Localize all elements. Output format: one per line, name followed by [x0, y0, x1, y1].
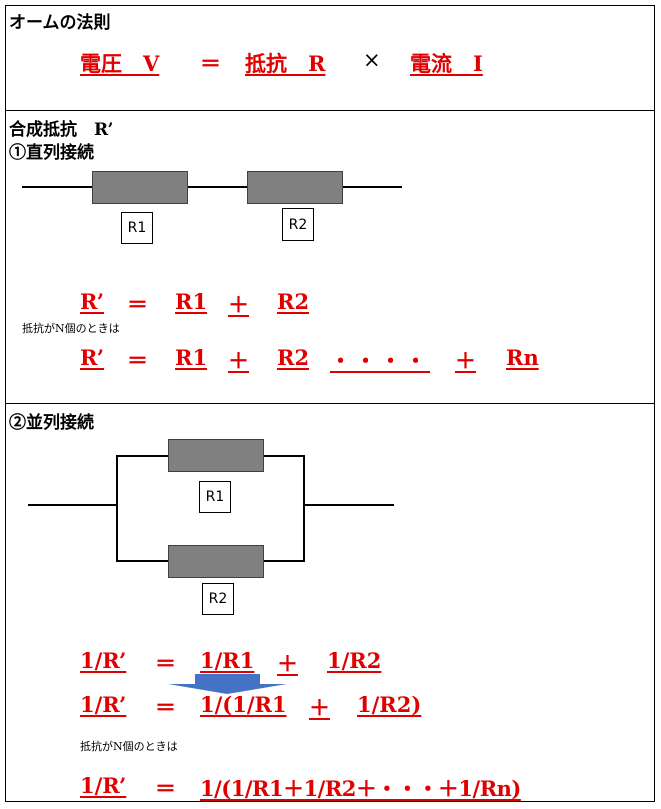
parallel-n-formula-equals: ＝	[155, 776, 176, 801]
series-n-formula-dots: ・・・・	[330, 348, 430, 373]
ohms-law-title: オームの法則	[9, 13, 111, 33]
series-n-formula-r2: R2	[277, 345, 310, 370]
parallel-formula1-plus: ＋	[277, 651, 298, 676]
parallel-formula1-term2: 1/R2	[327, 648, 382, 673]
parallel-formula2-plus: ＋	[309, 695, 330, 720]
parallel-wire-right	[304, 504, 394, 506]
series-resistor-r2	[247, 171, 343, 204]
series-resistor-r1	[92, 171, 188, 204]
resistance-term: 抵抗 R	[245, 51, 326, 76]
parallel-formula2-term1: 1/(1/R1	[200, 692, 287, 717]
times-sign: ×	[363, 48, 381, 72]
series-label-r2: R2	[282, 208, 314, 241]
voltage-term: 電圧 V	[80, 51, 160, 76]
series-formula-lhs: R’	[80, 289, 105, 314]
parallel-n-formula-lhs: 1/R’	[80, 773, 127, 798]
section-divider-2	[5, 403, 654, 404]
parallel-formula2-equals: ＝	[155, 695, 176, 720]
parallel-label-r2: R2	[202, 583, 234, 615]
series-n-formula-equals: ＝	[127, 348, 148, 373]
parallel-formula2-lhs: 1/R’	[80, 692, 127, 717]
section-divider-1	[5, 110, 654, 111]
series-n-formula-r1: R1	[175, 345, 208, 370]
series-formula-equals: ＝	[127, 292, 148, 317]
parallel-wire-left-vertical	[116, 455, 118, 562]
parallel-wire-left	[28, 504, 118, 506]
parallel-formula2-term2: 1/R2)	[357, 692, 422, 717]
down-arrow-icon	[168, 674, 287, 694]
series-n-formula-plus1: ＋	[228, 348, 249, 373]
parallel-n-formula-rhs: 1/(1/R1＋1/R2＋・・・＋1/Rn)	[200, 776, 521, 801]
parallel-formula1-lhs: 1/R’	[80, 648, 127, 673]
series-label-r1: R1	[121, 212, 153, 244]
series-n-formula-lhs: R’	[80, 345, 105, 370]
current-term: 電流 I	[410, 51, 483, 76]
parallel-resistor-r2	[168, 545, 264, 578]
series-formula-r2: R2	[277, 289, 310, 314]
equals-sign: ＝	[200, 51, 221, 76]
combined-resistance-title: 合成抵抗 R’	[9, 120, 114, 140]
parallel-formula1-equals: ＝	[155, 651, 176, 676]
series-n-formula-rn: Rn	[506, 345, 539, 370]
series-formula-plus: ＋	[228, 292, 249, 317]
parallel-resistor-r1	[168, 439, 264, 472]
series-formula-r1: R1	[175, 289, 208, 314]
parallel-wire-right-vertical	[303, 455, 305, 562]
series-n-note: 抵抗がN個のときは	[22, 322, 120, 335]
parallel-formula1-term1: 1/R1	[200, 648, 255, 673]
series-n-formula-plus2: ＋	[455, 348, 476, 373]
parallel-label-r1: R1	[199, 481, 231, 513]
series-connection-title: ①直列接続	[9, 143, 94, 163]
series-wire	[22, 186, 402, 188]
parallel-connection-title: ②並列接続	[9, 413, 94, 433]
parallel-n-note: 抵抗がN個のときは	[80, 740, 178, 753]
